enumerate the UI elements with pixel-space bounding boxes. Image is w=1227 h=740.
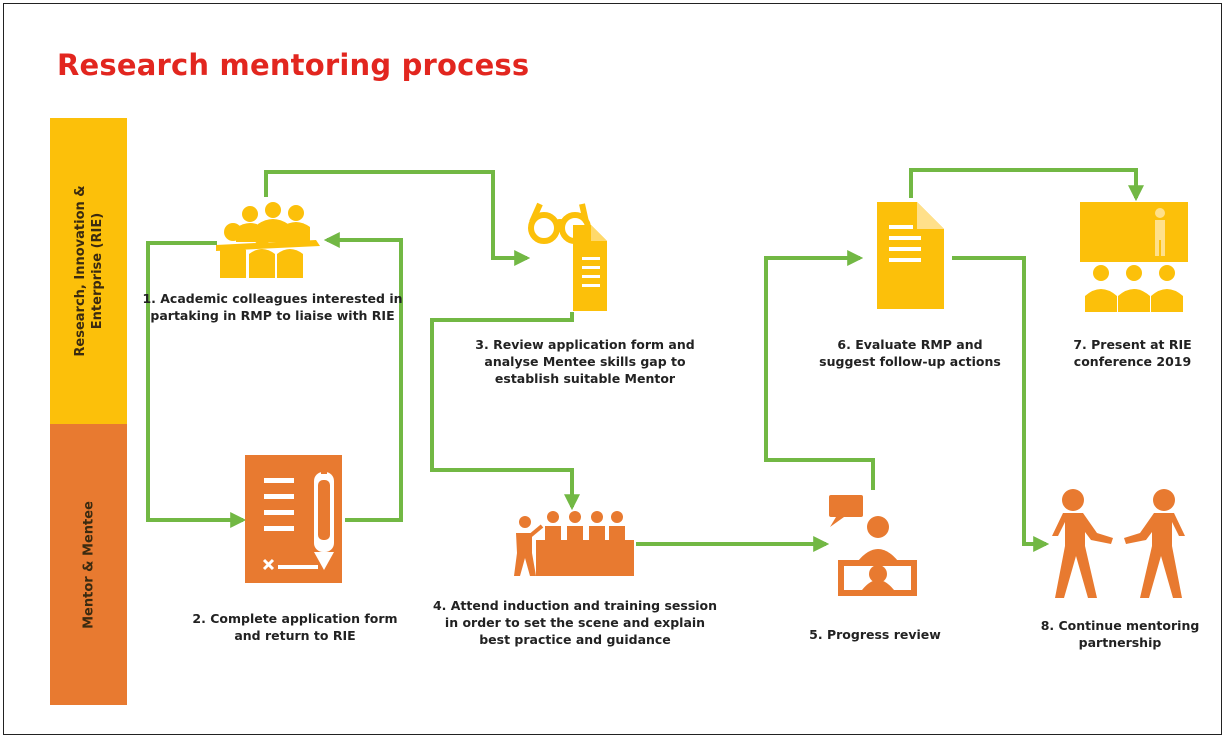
training-session-icon — [514, 511, 634, 576]
connector-1-to-3 — [264, 170, 531, 266]
connector-2-to-1 — [323, 232, 403, 522]
connector-6-to-7 — [909, 168, 1144, 202]
step-4-label: 4. Attend induction and training session… — [432, 598, 718, 647]
step-7-label: 7. Present at RIE conference 2019 — [1073, 337, 1192, 369]
step-1-label: 1. Academic colleagues interested in par… — [142, 291, 403, 323]
slide-title: Research mentoring process — [57, 48, 530, 82]
connector-3-to-4 — [430, 312, 580, 511]
step-3-label: 3. Review application form and analyse M… — [475, 337, 695, 386]
connector-1-to-2 — [146, 241, 247, 528]
step-2-label: 2. Complete application form and return … — [192, 611, 398, 643]
group-meeting-icon — [216, 202, 320, 278]
step-6-label: 6. Evaluate RMP and suggest follow-up ac… — [819, 337, 1001, 369]
review-meeting-icon — [829, 495, 917, 596]
step-5-label: 5. Progress review — [809, 627, 941, 642]
lane-mentor-mentee: Mentor & Mentee — [50, 424, 127, 705]
connector-6-to-8 — [952, 256, 1050, 552]
lane-rie: Research, Innovation & Enterprise (RIE) — [50, 118, 127, 424]
presentation-icon — [1080, 202, 1188, 312]
handshake-icon — [1052, 489, 1185, 598]
form-pen-icon — [245, 455, 342, 583]
step-8-label: 8. Continue mentoring partnership — [1040, 618, 1200, 650]
glasses-document-icon — [528, 202, 607, 311]
slide-frame — [3, 3, 1222, 735]
document-icon — [877, 202, 944, 309]
connector-5-to-6 — [764, 250, 875, 490]
